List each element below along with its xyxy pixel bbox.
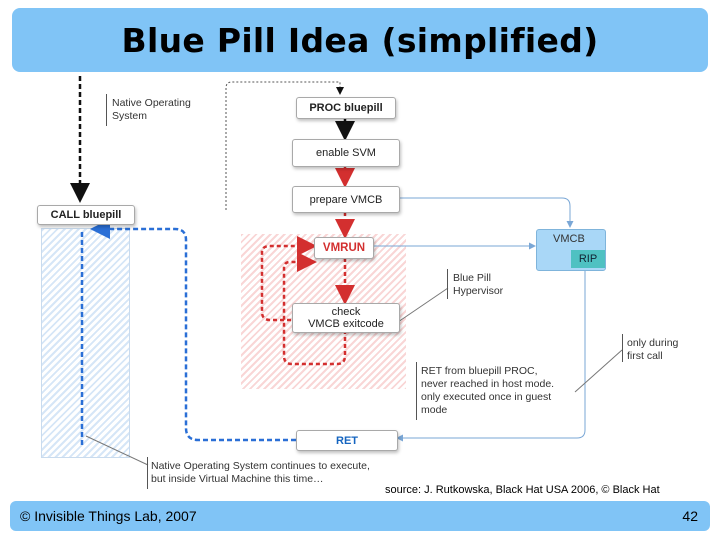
vmcb-box: VMCB RIP — [536, 229, 606, 271]
vmrun-label: VMRUN — [322, 242, 366, 254]
continues-line-2: but inside Virtual Machine this time… — [151, 473, 324, 485]
source-citation: source: J. Rutkowska, Black Hat USA 2006… — [385, 484, 660, 496]
host-region — [41, 228, 130, 458]
rip-box: RIP — [571, 250, 605, 268]
hypervisor-exit-line — [282, 252, 347, 366]
first-call-line-1: only during — [627, 337, 679, 349]
ret-note-line-4: mode — [421, 404, 448, 416]
first-call-note-bar — [622, 334, 623, 362]
hypervisor-loop-line — [260, 236, 317, 322]
continues-note-bar — [147, 457, 148, 489]
guest-return-line — [90, 219, 296, 442]
footer-copyright: © Invisible Things Lab, 2007 — [20, 508, 197, 524]
continues-pointer — [85, 435, 149, 466]
hypervisor-line-1: Blue Pill — [453, 272, 491, 284]
hypervisor-pointer — [397, 287, 449, 323]
proc-bluepill-box: PROC bluepill — [296, 97, 396, 119]
rip-label: RIP — [578, 253, 598, 265]
vmrun-box: VMRUN — [314, 237, 374, 259]
call-bluepill-box: CALL bluepill — [37, 205, 135, 225]
native-os-line-1: Native Operating — [112, 97, 191, 109]
proc-bluepill-label: PROC bluepill — [309, 102, 383, 114]
ret-note: RET from bluepill PROC, never reached in… — [421, 365, 554, 417]
first-call-line-2: first call — [627, 350, 663, 362]
prepare-vmcb-box: prepare VMCB — [292, 186, 400, 213]
ret-note-line-1: RET from bluepill PROC, — [421, 365, 538, 377]
check-label-2: VMCB exitcode — [308, 318, 384, 330]
prepare-to-vmcb-link — [397, 197, 574, 228]
vmcb-to-ret-link — [396, 270, 586, 442]
native-os-line-2: System — [112, 110, 148, 122]
hypervisor-line-2: Hypervisor — [453, 285, 504, 297]
first-call-pointer — [574, 349, 623, 393]
ret-label: RET — [336, 434, 358, 447]
hypervisor-note: Blue Pill Hypervisor — [453, 272, 503, 298]
enable-svm-box: enable SVM — [292, 139, 400, 167]
native-os-note: Native Operating System — [112, 97, 191, 123]
ret-note-line-3: only executed once in guest — [421, 391, 552, 403]
ret-box: RET — [296, 430, 398, 451]
hypervisor-note-bar — [447, 269, 448, 299]
footer-bar: © Invisible Things Lab, 2007 42 — [10, 501, 710, 531]
ret-note-line-2: never reached in host mode. — [421, 378, 555, 390]
vmcb-label: VMCB — [553, 233, 585, 245]
continues-line-1: Native Operating System continues to exe… — [151, 460, 370, 472]
first-call-note: only during first call — [627, 337, 678, 363]
continues-note: Native Operating System continues to exe… — [151, 460, 370, 486]
check-label-1: check — [331, 306, 361, 318]
enable-svm-label: enable SVM — [316, 147, 376, 159]
slide-title: Blue Pill Idea (simplified) — [121, 20, 599, 60]
ret-note-bar — [416, 362, 417, 420]
page-number: 42 — [682, 508, 698, 524]
title-bar: Blue Pill Idea (simplified) — [12, 8, 708, 72]
native-os-note-bar — [106, 94, 107, 126]
check-exitcode-box: check VMCB exitcode — [292, 303, 400, 333]
call-bluepill-label: CALL bluepill — [50, 209, 122, 221]
prepare-vmcb-label: prepare VMCB — [309, 193, 383, 206]
